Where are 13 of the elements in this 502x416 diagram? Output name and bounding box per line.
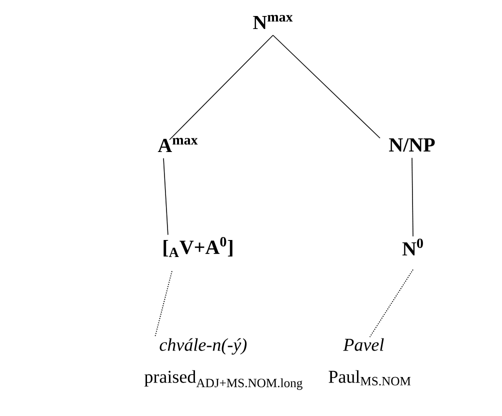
branch-line	[412, 157, 414, 237]
tree-label: N$^{0}$	[402, 238, 423, 256]
dotted-line	[369, 269, 414, 338]
branch-line	[272, 34, 380, 139]
branch-line	[169, 34, 274, 140]
tree-label: A$^{max}$	[158, 138, 198, 152]
tree-label: N/NP	[389, 138, 435, 152]
tree-label: [$_{A}$V+A$^{0}$]	[164, 237, 232, 257]
dotted-line	[154, 270, 172, 338]
leaf-gloss: chvále-n(-ý) $\text{praised}_{\text{ADJ+MS.NOM.long}}$	[144, 338, 302, 390]
tree-label: N$^{max}$	[253, 14, 293, 30]
leaf-gloss: Pavel $\text{Paul}_{\text{MS.NOM}}$	[328, 338, 411, 386]
branch-line	[163, 158, 168, 236]
